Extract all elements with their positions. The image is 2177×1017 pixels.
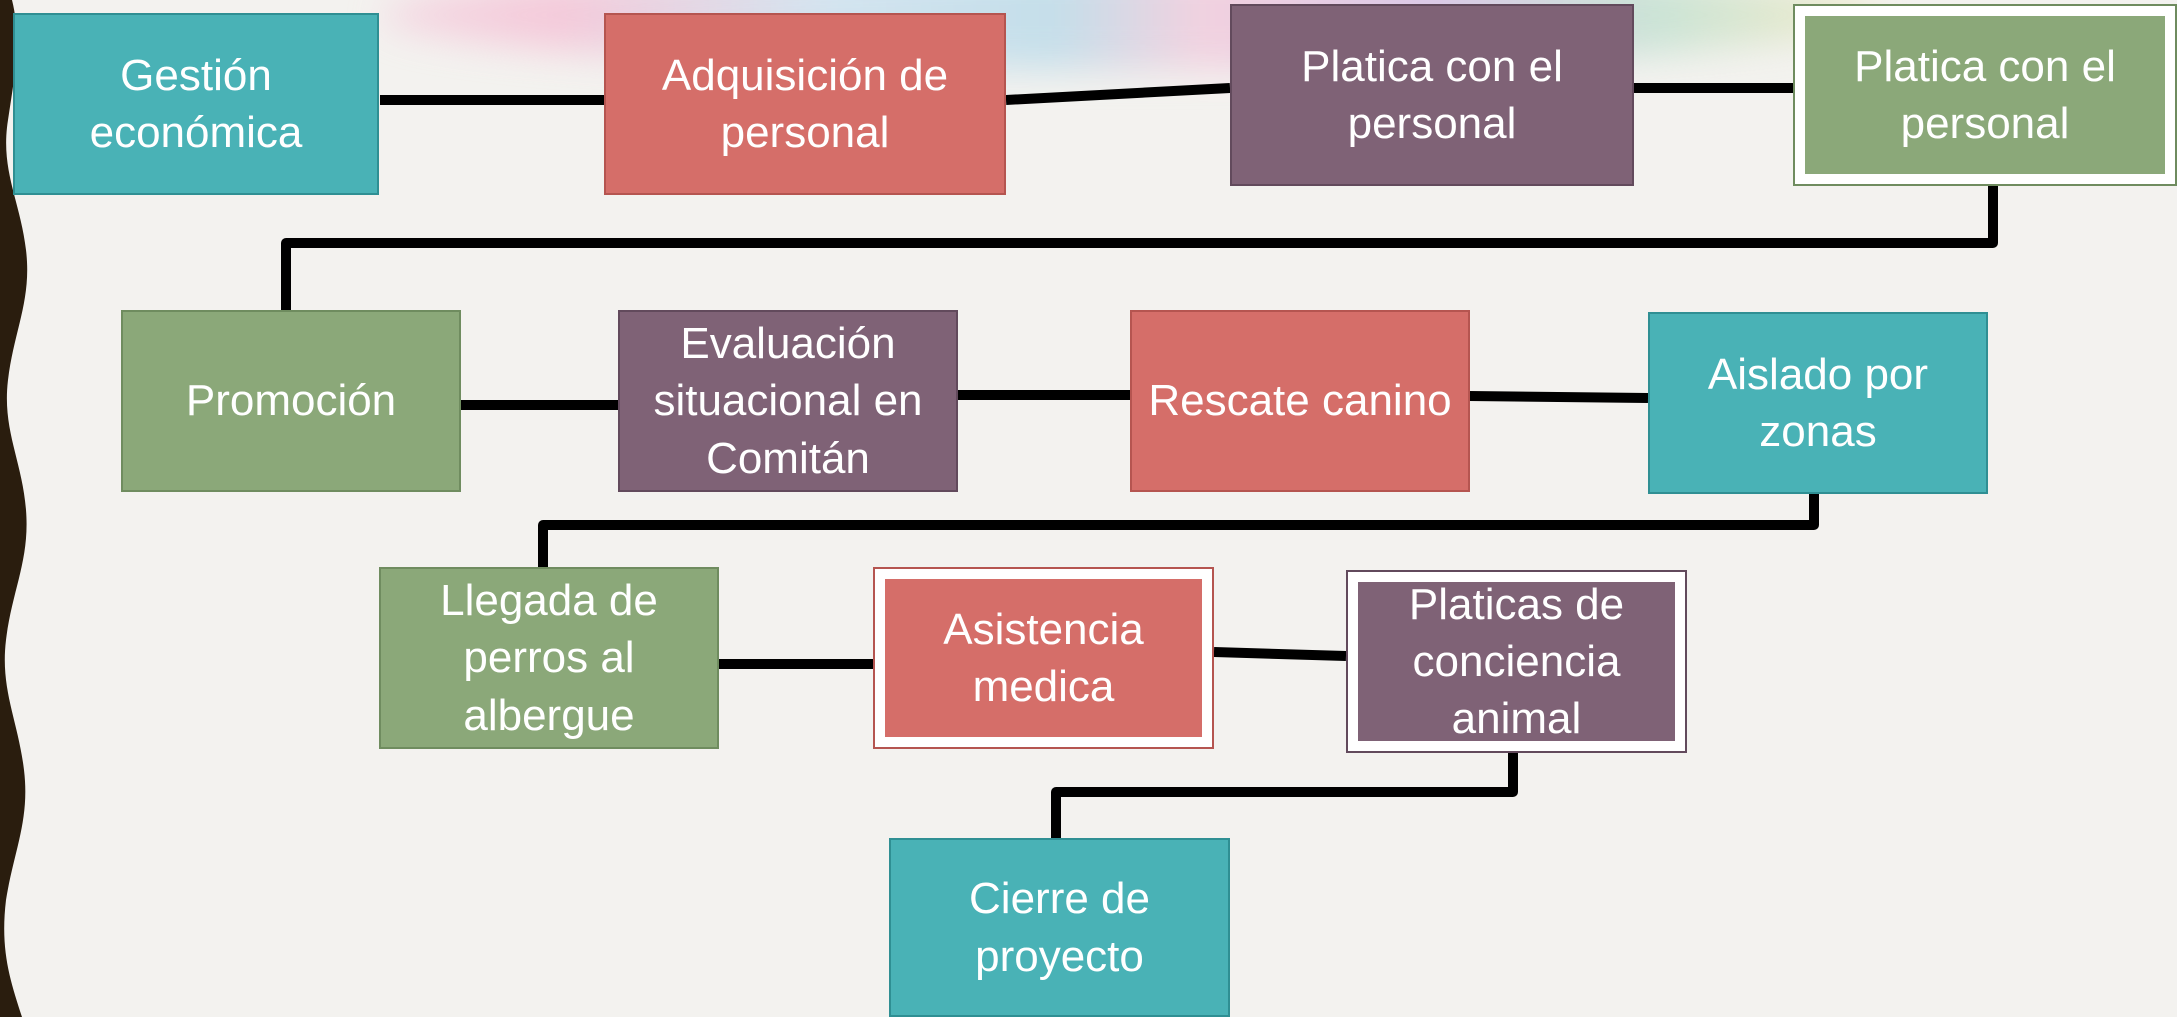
- node-platica-personal-1: Platica con el personal: [1230, 4, 1634, 186]
- node-platica-personal-2: Platica con el personal: [1793, 4, 2177, 186]
- node-asistencia-medica: Asistencia medica: [873, 567, 1214, 749]
- node-llegada-perros: Llegada de perros al albergue: [379, 567, 719, 749]
- node-rescate-canino: Rescate canino: [1130, 310, 1470, 492]
- connector-8: [538, 493, 1819, 567]
- node-gestion-economica: Gestión económica: [13, 13, 379, 195]
- node-aislado-zonas: Aislado por zonas: [1648, 312, 1988, 494]
- connector-2: [1005, 83, 1231, 105]
- connector-11: [1051, 752, 1518, 838]
- connector-10: [1213, 647, 1347, 661]
- node-platicas-conciencia: Platicas de conciencia animal: [1346, 570, 1687, 753]
- node-adquisicion-personal: Adquisición de personal: [604, 13, 1006, 195]
- connector-7: [1468, 391, 1649, 403]
- node-evaluacion-situacional: Evaluación situacional en Comitán: [618, 310, 958, 492]
- left-wave-border: [0, 0, 28, 1017]
- connector-4: [281, 186, 1998, 310]
- node-promocion: Promoción: [121, 310, 461, 492]
- node-cierre-proyecto: Cierre de proyecto: [889, 838, 1230, 1017]
